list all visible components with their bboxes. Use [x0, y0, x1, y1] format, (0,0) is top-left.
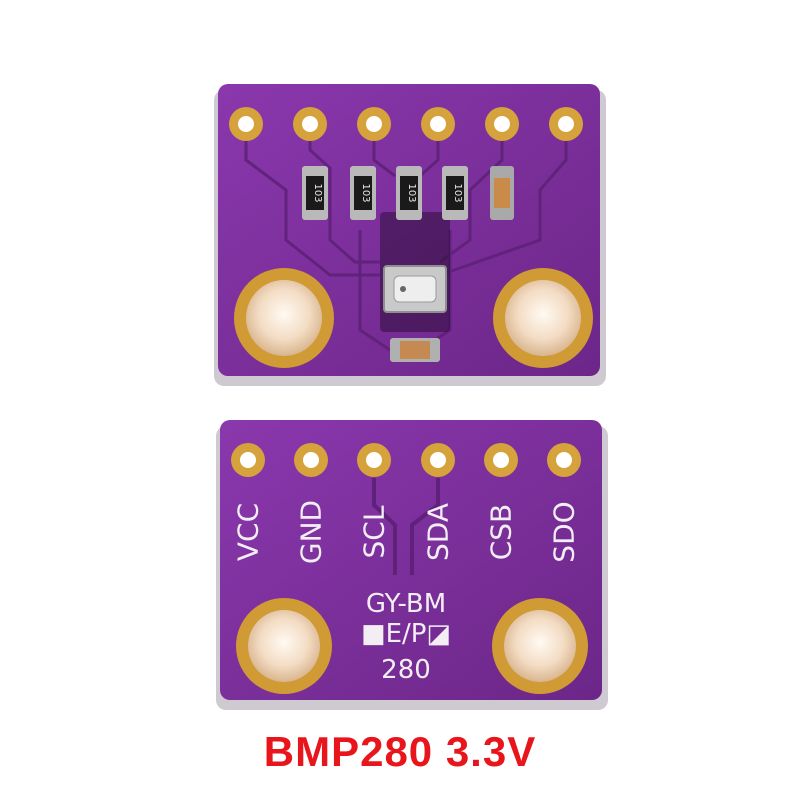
model-line-1: GY-BM — [366, 589, 446, 619]
model-line-3: 280 — [381, 655, 431, 685]
pin-label-gnd: GND — [295, 500, 328, 564]
pin-label-sda: SDA — [422, 503, 455, 561]
mounting-hole-left — [234, 268, 334, 368]
resistor-2 — [350, 166, 376, 220]
model-line-2: ■E/P◪ — [361, 619, 451, 649]
pin-label-sdo: SDO — [548, 501, 581, 562]
resistor-3 — [396, 166, 422, 220]
resistor-4 — [442, 166, 468, 220]
resistor-code: 103 — [452, 183, 463, 202]
bmp280-sensor-chip — [383, 265, 447, 313]
sensor-board-front: 103 103 103 103 — [214, 84, 606, 386]
resistor-code: 103 — [360, 183, 371, 202]
traces-back — [372, 478, 440, 575]
resistor-code: 103 — [312, 183, 323, 202]
pin-label-csb: CSB — [485, 504, 518, 561]
product-caption: BMP280 3.3V — [263, 728, 537, 775]
header-pads-back — [231, 443, 581, 477]
header-pads-front — [229, 107, 583, 141]
sensor-board-back: VCC GND SCL SDA CSB SDO GY-BM ■E/P◪ 280 — [216, 420, 608, 710]
pin-label-scl: SCL — [358, 505, 391, 558]
resistor-1 — [302, 166, 328, 220]
pin-label-vcc: VCC — [232, 503, 265, 561]
mounting-hole-right — [492, 598, 588, 694]
smd-resistors — [302, 166, 514, 220]
capacitor-bottom — [390, 338, 440, 362]
pin-labels: VCC GND SCL SDA CSB SDO — [232, 500, 581, 564]
mounting-hole-right — [493, 268, 593, 368]
capacitor-top — [490, 166, 514, 220]
resistor-code: 103 — [406, 183, 417, 202]
mounting-hole-left — [236, 598, 332, 694]
model-label: GY-BM ■E/P◪ 280 — [361, 589, 451, 685]
